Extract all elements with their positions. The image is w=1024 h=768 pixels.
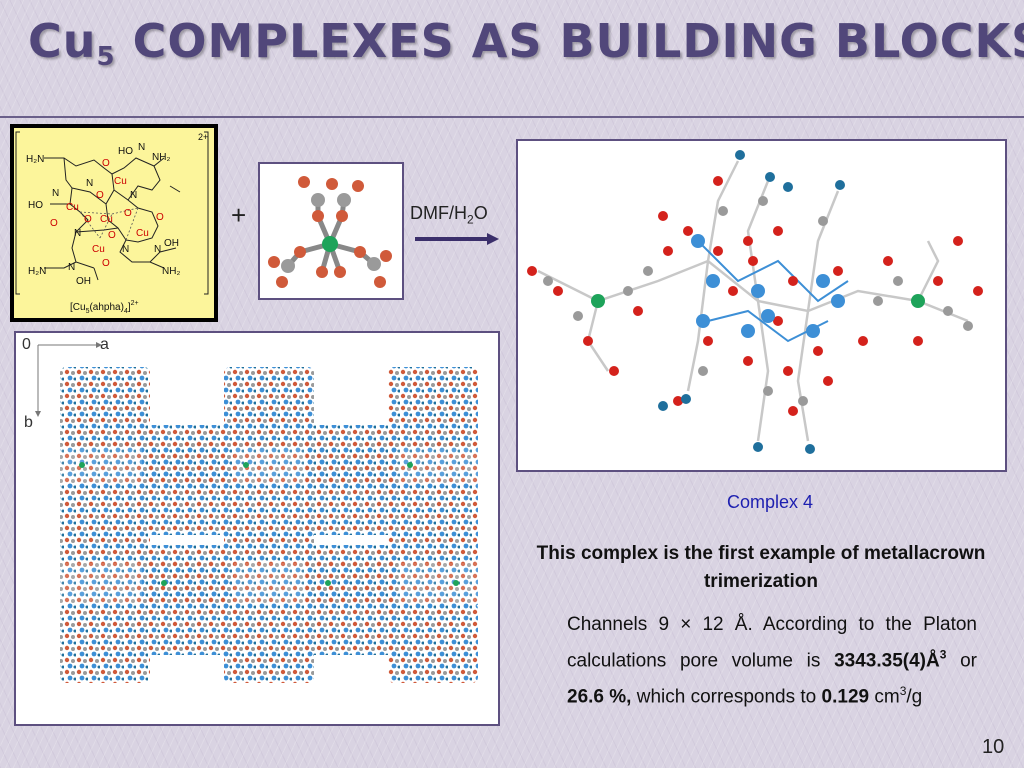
plus-sign: + <box>231 200 247 230</box>
structure-drawing: 2+ H₂N HO N NH₂ O Cu N HO N O Cu N O O C… <box>15 131 209 315</box>
svg-text:Cu: Cu <box>100 214 113 225</box>
svg-text:O: O <box>96 190 104 201</box>
svg-text:N: N <box>74 228 81 239</box>
pore-volume-description: Channels 9 × 12 Å. According to the Plat… <box>567 614 977 708</box>
svg-text:Cu: Cu <box>92 244 105 255</box>
copper-atoms <box>691 234 845 338</box>
svg-text:O: O <box>108 230 116 241</box>
complex-formula: [Cu5(ahpha)4]2+ <box>70 300 139 315</box>
axis-a-label: a <box>100 336 109 353</box>
central-metal-atom <box>322 236 338 252</box>
svg-text:N: N <box>68 262 75 273</box>
origin-label: 0 <box>22 336 31 353</box>
page-number: 10 <box>982 736 1005 758</box>
svg-text:O: O <box>84 214 92 225</box>
packing-drawing: 0 a b <box>22 336 478 683</box>
ligand-model-panel <box>258 162 404 300</box>
svg-text:N: N <box>86 178 93 189</box>
central-metal-atoms <box>591 294 925 308</box>
ligand-oxygen-atoms <box>268 176 392 288</box>
trimer-model <box>527 150 983 454</box>
slide-title: Cu5 COMPLEXES AS BUILDING BLOCKS <box>28 14 1024 86</box>
trimerization-statement: This complex is the first example of met… <box>536 543 986 592</box>
complex-4-molecular-model <box>516 139 1007 472</box>
ligand-model <box>268 176 392 288</box>
svg-text:N: N <box>130 190 137 201</box>
svg-text:N: N <box>154 244 161 255</box>
svg-text:N: N <box>138 142 145 153</box>
svg-text:HO: HO <box>118 146 133 157</box>
title-rest: COMPLEXES AS BUILDING BLOCKS <box>115 14 1024 68</box>
svg-text:Cu: Cu <box>114 176 127 187</box>
svg-text:NH₂: NH₂ <box>162 266 180 277</box>
ligand-carbon-atoms <box>281 193 381 273</box>
svg-text:O: O <box>124 208 132 219</box>
svg-text:OH: OH <box>76 276 91 287</box>
crystal-packing-view: 0 a b <box>14 331 500 726</box>
cu5-structure-panel: 2+ H₂N HO N NH₂ O Cu N HO N O Cu N O O C… <box>10 124 218 322</box>
svg-text:HO: HO <box>28 200 43 211</box>
svg-text:N: N <box>122 244 129 255</box>
svg-text:OH: OH <box>164 238 179 249</box>
svg-text:O: O <box>156 212 164 223</box>
svg-text:H₂N: H₂N <box>28 266 46 277</box>
charge-label: 2+ <box>198 132 208 142</box>
svg-text:N: N <box>52 188 59 199</box>
svg-text:Cu: Cu <box>136 228 149 239</box>
reaction-conditions: DMF/H2O <box>410 203 488 227</box>
svg-text:O: O <box>50 218 58 229</box>
title-main: Cu <box>28 14 97 68</box>
axis-b-label: b <box>24 414 33 431</box>
svg-text:O: O <box>102 158 110 169</box>
complex-caption: Complex 4 <box>726 492 814 512</box>
svg-text:H₂N: H₂N <box>26 154 44 165</box>
cu5-structure-diagram: 2+ H₂N HO N NH₂ O Cu N HO N O Cu N O O C… <box>14 128 214 318</box>
svg-text:O: O <box>102 258 110 269</box>
title-subscript: 5 <box>96 42 116 72</box>
title-divider <box>0 116 1024 118</box>
svg-text:Cu: Cu <box>66 202 79 213</box>
reaction-arrow <box>415 233 499 245</box>
framework-clusters <box>60 367 478 683</box>
svg-text:NH₂: NH₂ <box>152 152 170 163</box>
